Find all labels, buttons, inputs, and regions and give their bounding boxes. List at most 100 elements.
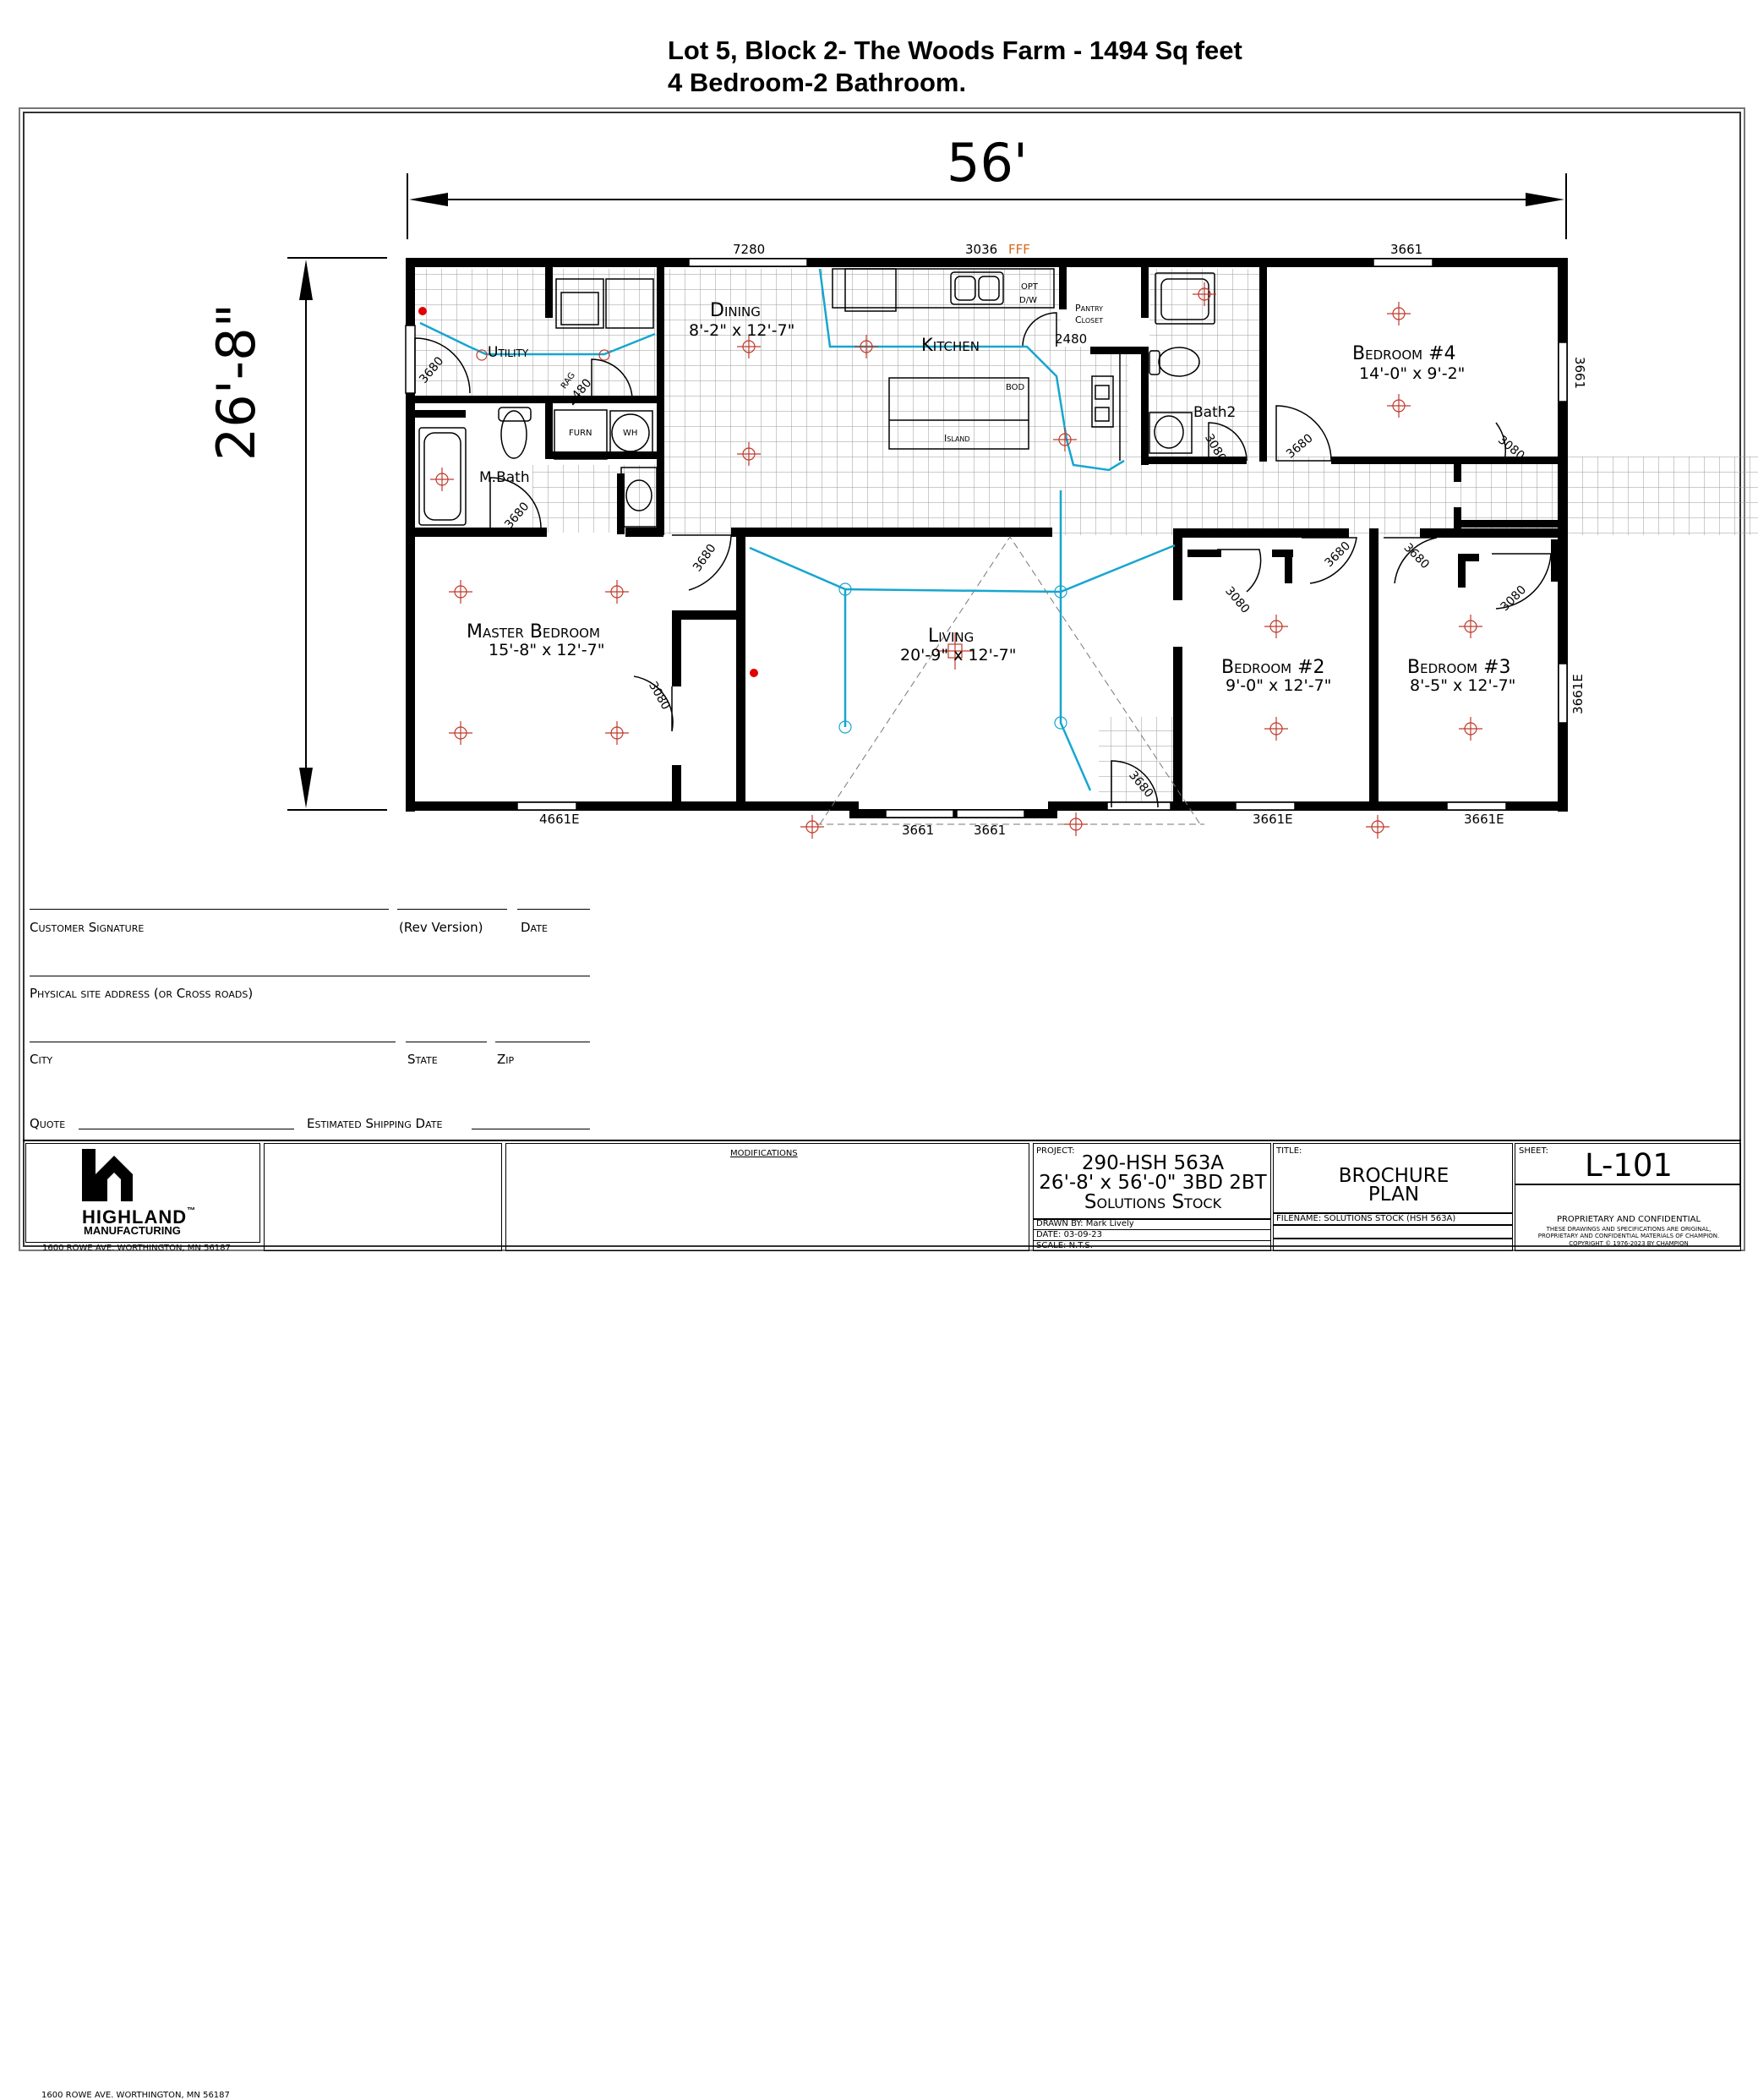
plan-title-line1: Lot 5, Block 2- The Woods Farm - 1494 Sq… bbox=[668, 36, 1242, 65]
blank-cell bbox=[264, 1143, 502, 1251]
address-label: Physical site address (or Cross roads) bbox=[30, 986, 254, 1001]
room-name-mbath: M.Bath bbox=[479, 469, 530, 486]
proprietary-title: PROPRIETARY AND CONFIDENTIAL bbox=[1556, 1215, 1701, 1224]
room-size-dining: 8'-2" x 12'-7" bbox=[689, 321, 795, 340]
pantry-label: Pantry bbox=[1075, 303, 1103, 314]
window-3661-right: 3661 bbox=[1572, 356, 1588, 390]
closet-label: Closet bbox=[1075, 314, 1104, 325]
project-number: 290-HSH 563A bbox=[1081, 1152, 1225, 1174]
modifications-cell: MODIFICATIONS bbox=[505, 1143, 1029, 1251]
customer-signature-label: Customer Signature bbox=[30, 920, 145, 935]
title-label: TITLE: bbox=[1276, 1146, 1302, 1156]
window-4661e: 4661E bbox=[539, 812, 580, 827]
window-3661-bottom-2: 3661 bbox=[974, 823, 1007, 838]
room-size-bedroom4: 14'-0" x 9'-2" bbox=[1359, 364, 1466, 383]
date-line[interactable] bbox=[517, 909, 590, 910]
title-block-rule bbox=[23, 1140, 1741, 1141]
window-3661-top: 3661 bbox=[1390, 242, 1423, 257]
proprietary-line2: THESE DRAWINGS AND SPECIFICATIONS ARE OR… bbox=[1546, 1226, 1712, 1233]
room-name-bedroom2: Bedroom #2 bbox=[1221, 657, 1325, 678]
filename-cell: FILENAME: SOLUTIONS STOCK (HSH 563A) bbox=[1273, 1212, 1513, 1226]
sheet-label: SHEET: bbox=[1519, 1146, 1548, 1156]
room-size-master-bedroom: 15'-8" x 12'-7" bbox=[489, 641, 605, 659]
est-ship-label: Estimated Shipping Date bbox=[307, 1116, 443, 1131]
interior-walls bbox=[415, 267, 1568, 807]
window-3661e-bedroom3: 3661E bbox=[1464, 812, 1504, 827]
opt-label: OPT bbox=[1021, 282, 1039, 292]
drawn-by: DRAWN BY: Mark Lively bbox=[1036, 1219, 1134, 1228]
door-pantry: 2480 bbox=[1055, 331, 1088, 347]
customer-signature-line[interactable] bbox=[30, 909, 389, 910]
brand-name: HIGHLAND™ bbox=[82, 1206, 197, 1228]
room-size-bedroom3: 8'-5" x 12'-7" bbox=[1410, 676, 1516, 695]
filename: FILENAME: SOLUTIONS STOCK (HSH 563A) bbox=[1276, 1214, 1456, 1223]
sheet-number: L-101 bbox=[1585, 1147, 1673, 1184]
title-cell: TITLE: BROCHURE PLAN bbox=[1273, 1143, 1513, 1214]
ceiling-lights bbox=[430, 282, 1482, 839]
drawing-date: DATE: 03-09-23 bbox=[1036, 1230, 1102, 1239]
window-3661e-right: 3661E bbox=[1570, 674, 1586, 714]
proprietary-line3: PROPRIETARY AND CONFIDENTIAL MATERIALS O… bbox=[1537, 1233, 1720, 1239]
company-address: 1600 ROWE AVE. WORTHINGTON, MN 56187 bbox=[41, 2091, 230, 2100]
bath-fixtures bbox=[418, 272, 1215, 528]
rev-version-label: (Rev Version) bbox=[399, 920, 483, 935]
date-cell: DATE: 03-09-23 bbox=[1033, 1229, 1271, 1241]
vaulted-ceiling-lines bbox=[816, 536, 1204, 825]
project-cell: PROJECT: 290-HSH 563A 26'-8' x 56'-0" 3B… bbox=[1033, 1143, 1271, 1220]
kitchen-fixtures bbox=[832, 268, 1121, 461]
project-series: Solutions Stock bbox=[1084, 1191, 1222, 1213]
highland-logo-icon bbox=[82, 1149, 133, 1201]
title-blank-cell-1 bbox=[1273, 1224, 1513, 1239]
window-3661-bottom-1: 3661 bbox=[902, 823, 935, 838]
project-label: PROJECT: bbox=[1036, 1146, 1075, 1156]
sheet-cell: SHEET: L-101 bbox=[1515, 1143, 1741, 1185]
sheet-border-inner bbox=[23, 112, 1741, 1247]
title-line2: PLAN bbox=[1368, 1184, 1420, 1206]
project-size: 26'-8' x 56'-0" 3BD 2BT bbox=[1039, 1172, 1267, 1194]
title-line1: BROCHURE bbox=[1338, 1165, 1450, 1187]
drawn-by-cell: DRAWN BY: Mark Lively bbox=[1033, 1218, 1271, 1230]
dw-label: D/W bbox=[1019, 296, 1037, 305]
zip-label: Zip bbox=[497, 1052, 515, 1067]
rev-version-line[interactable] bbox=[397, 909, 507, 910]
plan-title-line2: 4 Bedroom-2 Bathroom. bbox=[668, 68, 967, 97]
title-blank-cell-2 bbox=[1273, 1238, 1513, 1251]
outlets bbox=[418, 307, 758, 677]
quote-label: Quote bbox=[30, 1116, 66, 1131]
room-size-bedroom2: 9'-0" x 12'-7" bbox=[1226, 676, 1332, 695]
room-name-master-bedroom: Master Bedroom bbox=[467, 621, 600, 643]
fff-label: FFF bbox=[1008, 242, 1030, 257]
drawing-scale: SCALE: N.T.S. bbox=[1036, 1241, 1093, 1250]
room-name-bedroom3: Bedroom #3 bbox=[1407, 657, 1511, 678]
date-label: Date bbox=[521, 920, 548, 935]
floor-plan-drawing bbox=[287, 173, 1758, 839]
brand-subname: MANUFACTURING bbox=[84, 1224, 181, 1237]
depth-dimension-label: 26'-8" bbox=[205, 303, 267, 462]
window-7280: 7280 bbox=[733, 242, 766, 257]
room-name-kitchen: Kitchen bbox=[921, 335, 980, 355]
bod-label: BOD bbox=[1006, 383, 1025, 392]
width-dimension-label: 56' bbox=[947, 132, 1028, 194]
room-size-living: 20'-9" x 12'-7" bbox=[900, 646, 1017, 664]
logo-cell: HIGHLAND™ MANUFACTURING 1600 ROWE AVE. W… bbox=[25, 1143, 260, 2100]
copyright: COPYRIGHT © 1976-2023 BY CHAMPION bbox=[1569, 1240, 1689, 1247]
depth-dimension-line bbox=[287, 257, 387, 811]
window-3036: 3036 bbox=[965, 242, 998, 257]
water-heater-label: WH bbox=[623, 429, 638, 438]
scale-cell: SCALE: N.T.S. bbox=[1033, 1240, 1271, 1251]
room-name-dining: Dining bbox=[710, 300, 761, 321]
width-dimension-line bbox=[407, 173, 1567, 239]
city-label: City bbox=[30, 1052, 53, 1067]
room-name-bath2: Bath2 bbox=[1193, 404, 1237, 421]
window-openings bbox=[516, 258, 1568, 818]
door-swings bbox=[414, 312, 1552, 808]
company-address-text: 1600 ROWE AVE. WORTHINGTON, MN 56187 bbox=[42, 1244, 231, 1253]
proprietary-cell: PROPRIETARY AND CONFIDENTIAL THESE DRAWI… bbox=[1515, 1184, 1741, 1251]
modifications-label: MODIFICATIONS bbox=[730, 1149, 798, 1158]
window-3661e-bedroom2: 3661E bbox=[1253, 812, 1293, 827]
room-name-living: Living bbox=[928, 626, 975, 647]
island-label: Island bbox=[944, 433, 970, 444]
furnace-label: FURN bbox=[569, 429, 592, 438]
utility-fixtures bbox=[405, 278, 654, 460]
state-label: State bbox=[407, 1052, 438, 1067]
